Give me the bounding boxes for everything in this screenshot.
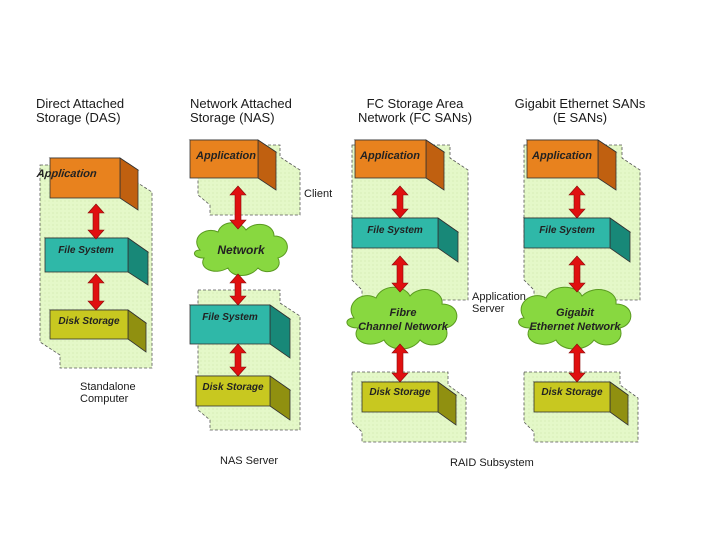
esan-application-label: Application — [531, 150, 592, 162]
esan-application-box: Application — [525, 139, 618, 191]
fc-disk-storage-box: Disk Storage — [360, 381, 458, 426]
das-arrow-app-fs — [87, 203, 105, 240]
esan-arrow-app-fs — [568, 185, 586, 219]
raid-subsystem-label: RAID Subsystem — [450, 457, 534, 469]
client-label: Client — [304, 188, 333, 200]
standalone-computer-label: Standalone Computer — [80, 381, 136, 405]
fibre-cloud-line1: Fibre — [390, 307, 417, 319]
fc-application-label: Application — [359, 150, 420, 162]
fc-file-system-box: File System — [350, 217, 460, 263]
fc-arrow-app-fs — [391, 185, 409, 219]
nas-file-system-box: File System — [188, 304, 292, 359]
esan-arrow-fs-net — [568, 255, 586, 293]
das-arrow-fs-disk — [87, 273, 105, 311]
nas-arrow-app-net — [229, 185, 247, 230]
nas-arrow-fs-disk — [229, 343, 247, 377]
das-application-label: Application — [35, 168, 97, 180]
das-file-system-label: File System — [58, 245, 114, 256]
fibre-channel-cloud: Fibre Channel Network — [346, 286, 458, 350]
nas-server-label: NAS Server — [220, 455, 279, 467]
nas-disk-storage-box: Disk Storage — [194, 375, 292, 421]
fc-disk-storage-label: Disk Storage — [369, 387, 431, 398]
fc-application-box: Application — [353, 139, 446, 191]
das-application-box: Application — [35, 157, 140, 211]
fc-file-system-label: File System — [367, 225, 423, 236]
fc-arrow-net-disk — [391, 343, 409, 383]
esan-file-system-box: File System — [522, 217, 632, 263]
gigabit-cloud-line2: Ethernet Network — [529, 321, 621, 333]
das-disk-storage-box: Disk Storage — [48, 309, 148, 353]
fc-arrow-fs-net — [391, 255, 409, 293]
das-file-system-box: File System — [43, 237, 150, 286]
nas-application-box: Application — [188, 139, 278, 191]
fibre-cloud-line2: Channel Network — [358, 321, 449, 333]
nas-file-system-label: File System — [202, 312, 258, 323]
nas-disk-storage-label: Disk Storage — [202, 382, 264, 393]
nas-title: Network Attached Storage (NAS) — [190, 96, 292, 125]
esan-disk-storage-label: Disk Storage — [541, 387, 603, 398]
application-server-label: Application Server — [472, 291, 526, 315]
das-title: Direct Attached Storage (DAS) — [36, 96, 125, 125]
network-cloud: Network — [194, 222, 288, 276]
network-cloud-label: Network — [217, 243, 266, 257]
gigabit-cloud-line1: Gigabit — [556, 307, 595, 319]
esan-file-system-label: File System — [539, 225, 595, 236]
esan-arrow-net-disk — [568, 343, 586, 383]
gigabit-ethernet-cloud: Gigabit Ethernet Network — [518, 286, 632, 350]
nas-application-label: Application — [195, 150, 256, 162]
das-disk-storage-label: Disk Storage — [58, 316, 120, 327]
arrows — [87, 185, 586, 383]
esan-disk-storage-box: Disk Storage — [532, 381, 630, 426]
e-san-title: Gigabit Ethernet SANs (E SANs) — [514, 96, 646, 125]
nas-arrow-net-fs — [229, 273, 247, 306]
fc-san-title: FC Storage Area Network (FC SANs) — [357, 96, 473, 125]
